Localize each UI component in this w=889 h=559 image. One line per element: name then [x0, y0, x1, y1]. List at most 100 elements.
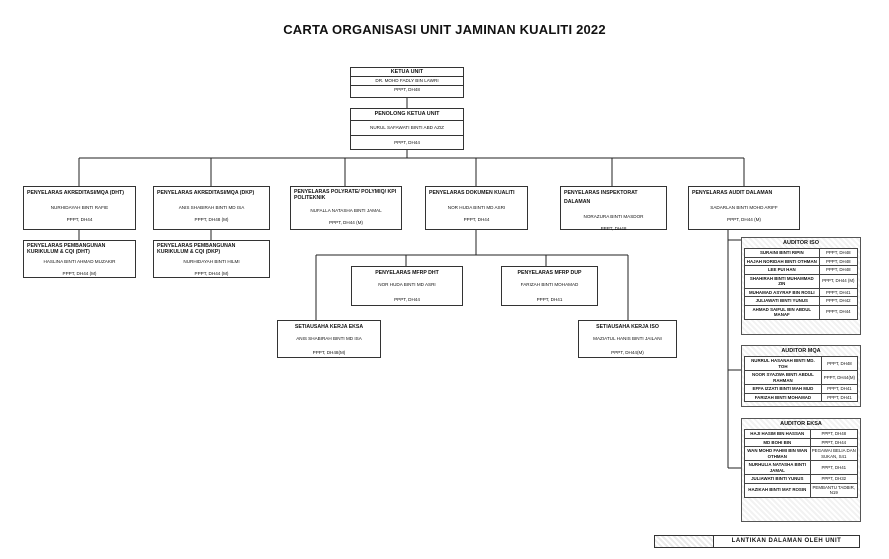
auditor-name: NOOR SYAZWA BINTI ABDUL RAHMAN	[744, 370, 822, 385]
auditor-name: NURRUL HASANAH BINTI MD. TOH	[744, 356, 822, 371]
box-name: HASLINA BINTI AHMAD MUZAKIR	[43, 259, 116, 264]
auditor-name: FARIZAH BINTI MOHAMAD	[744, 392, 822, 402]
box-name: SADARLAN BINTI MOHD ARIFF	[710, 205, 778, 210]
box-name: ANIS SHABIRAH BINTI MD ISA	[296, 336, 362, 341]
auditor-grade: PPPT, DH44	[809, 437, 859, 447]
coordinator-box: PENYELARAS POLYRATE/ POLYMIQ/ KPI POLITE…	[290, 186, 402, 230]
auditor-grade: PPPT, DH48	[818, 265, 859, 275]
auditor-name: WAN MOHD FAHMI BIN WAN OTHMAN	[744, 446, 811, 461]
secretary-box: SETIAUSAHA KERJA EKSA ANIS SHABIRAH BINT…	[277, 320, 381, 358]
coordinator-box: PENYELARAS DOKUMEN KUALITI NOR HUDA BINT…	[425, 186, 528, 230]
mfrp-box: PENYELARAS MFRP DUP FARIZAH BINTI MOHAMA…	[501, 266, 598, 306]
auditor-grade: PPPT, DH41	[820, 384, 859, 394]
box-role: SETIAUSAHA KERJA EKSA	[294, 324, 364, 330]
auditor-name: NURHULIA NATASHA BINTI JAMAL	[744, 460, 811, 475]
auditor-mqa-panel: AUDITOR MQA NURRUL HASANAH BINTI MD. TOH…	[741, 345, 861, 407]
panel-title: AUDITOR MQA	[781, 348, 821, 354]
box-name: NOR HUDA BINTI MD ASRI	[378, 282, 436, 287]
auditor-grade: PPPT, DH44 (M)	[818, 273, 859, 289]
auditor-grade: PPPT, DH48	[818, 256, 859, 266]
box-role: PENOLONG KETUA UNIT	[351, 109, 463, 121]
legend-label: LANTIKAN DALAMAN OLEH UNIT	[713, 536, 859, 547]
coordinator-box: PENYELARAS INSPEKTORAT DALAMAN NORAZURA …	[560, 186, 667, 231]
box-role: SETIAUSAHA KERJA ISO	[596, 324, 659, 330]
box-role: PENYELARAS MFRP DHT	[375, 270, 439, 276]
box-grade: PPPT, DH48 (M)	[194, 217, 229, 222]
legend-box: LANTIKAN DALAMAN OLEH UNIT	[654, 535, 860, 548]
box-grade: PPPT, DH44 (M)	[62, 271, 97, 276]
auditor-grade: PEGAWAI BELIA DAN SUKAN, S41	[809, 446, 859, 461]
box-grade: PPPT, DH44	[463, 217, 490, 222]
box-role: PENYELARAS INSPEKTORAT DALAMAN	[564, 190, 638, 205]
box-grade: PPPT, DH44 (M)	[194, 271, 229, 276]
box-grade: PPPT, DH44 (M)	[727, 217, 761, 222]
auditor-name: JULIAWATI BINTI YUNUS	[744, 296, 820, 306]
auditor-grade: PPPT, DH32	[809, 474, 859, 484]
box-grade: PPPT, DH44	[394, 140, 420, 145]
auditor-name: SURAINI BINTI RIPIN	[744, 248, 820, 258]
auditor-grade: PPPT, DH48	[818, 248, 859, 258]
curriculum-box: PENYELARAS PEMBANGUNAN KURIKULUM & CQI (…	[153, 240, 270, 278]
box-role: PENYELARAS AKREDITASI/MQA (DKP)	[157, 190, 255, 196]
box-role: PENYELARAS PEMBANGUNAN KURIKULUM & CQI (…	[157, 243, 236, 255]
auditor-grade: PPPT, DH44	[818, 304, 859, 320]
chart-title: CARTA ORGANISASI UNIT JAMINAN KUALITI 20…	[283, 22, 606, 37]
secretary-box: SETIAUSAHA KERJA ISO MAZIATUL HANIS BINT…	[578, 320, 677, 358]
box-name: NURUL SAFAWATI BINTI ABD AZIZ	[351, 121, 463, 136]
box-grade: PPPT, DH44 (M)	[329, 220, 363, 225]
box-name: NURHIDAYAH BINTI HILMI	[183, 259, 240, 264]
box-grade: PPPT, DH44	[394, 297, 420, 302]
box-grade: PPPT, DH48(M)	[312, 350, 346, 355]
coordinator-box: PENYELARAS AKREDITASI/MQA (DHT) NURHIDAY…	[23, 186, 136, 230]
head-of-unit-box: KETUA UNIT DR. MOHD FADLY BIN LAWRI PPPT…	[350, 67, 464, 98]
box-role: PENYELARAS POLYRATE/ POLYMIQ/ KPI POLITE…	[294, 189, 397, 201]
box-grade: PPPT, DH41	[536, 297, 563, 302]
auditor-name: HAZIKAH BINTI MAT ROSIN	[744, 482, 811, 498]
box-grade: PPPT, DH48	[600, 226, 627, 231]
auditor-name: JULIAWATI BINTI YUNUS	[744, 474, 811, 484]
box-grade: PPPT, DH48	[394, 87, 420, 92]
auditor-name: HAJAH NORIDAH BINTI OTHMAN	[744, 256, 820, 266]
panel-title: AUDITOR EKSA	[780, 421, 822, 427]
auditor-name: MUHAMAD ASYRAF BIN ROSLI	[744, 287, 820, 297]
auditor-grade: PPPT, DH48	[809, 429, 859, 439]
auditor-grade: PPPT, DH48	[820, 356, 859, 371]
mfrp-box: PENYELARAS MFRP DHT NOR HUDA BINTI MD AS…	[351, 266, 463, 306]
auditor-name: AHMAD SAIFUL BIN ABDUL MANAF	[744, 304, 820, 320]
box-role: PENYELARAS AKREDITASI/MQA (DHT)	[27, 190, 124, 196]
auditor-grade: PPPT, DH41	[809, 460, 859, 475]
panel-title: AUDITOR ISO	[783, 240, 819, 246]
auditor-grade: PPPT, DH42	[818, 296, 859, 306]
box-role: PENYELARAS PEMBANGUNAN KURIKULUM & CQI (…	[27, 243, 106, 255]
auditor-name: MD BOHI BIN	[744, 437, 811, 447]
box-name: NUFALLA NATASHA BINTI JAMAL	[310, 208, 382, 213]
box-name: DR. MOHD FADLY BIN LAWRI	[351, 77, 463, 86]
box-role: PENYELARAS MFRP DUP	[517, 270, 582, 276]
box-name: ANIS SHABIRAH BINTI MD ISA	[178, 205, 245, 210]
box-role: KETUA UNIT	[351, 68, 463, 77]
box-name: NOR HUDA BINTI MD ASRI	[447, 205, 506, 210]
box-name: NURHIDAYAH BINTI RAFIE	[50, 205, 109, 210]
auditor-name: SHAHIRAH BINTI MUHAMMAD ZIN	[744, 273, 820, 289]
box-role: PENYELARAS DOKUMEN KUALITI	[429, 190, 515, 196]
